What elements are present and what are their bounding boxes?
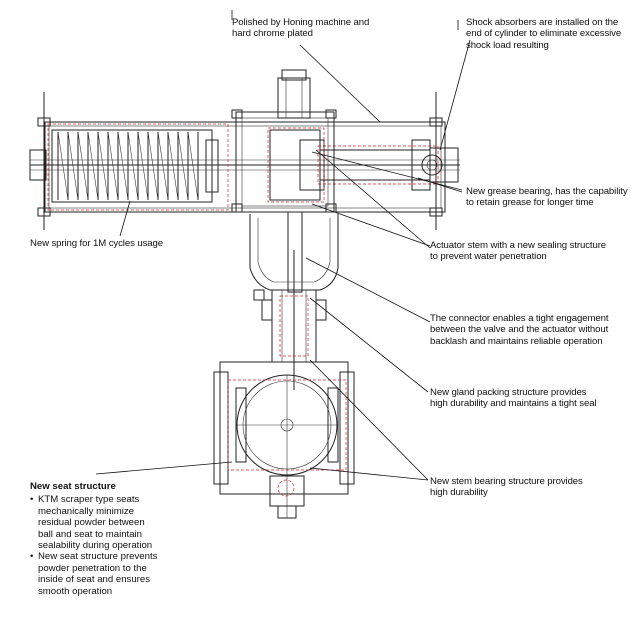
callout-actuator-stem: Actuator stem with a new sealing structu…	[430, 240, 607, 263]
leader-lines	[95, 10, 471, 481]
seat-item: New seat structure prevents powder penet…	[30, 551, 190, 597]
callout-stem-bearing: New stem bearing structure provides high…	[430, 476, 583, 499]
callout-shock-absorbers: Shock absorbers are installed on the end…	[466, 17, 622, 51]
seat-item: KTM scraper type seats mechanically mini…	[30, 494, 190, 551]
callout-connector: The connector enables a tight engagement…	[430, 313, 609, 347]
callout-spring: New spring for 1M cycles usage	[30, 238, 163, 249]
spring	[47, 123, 229, 211]
actuator-housing	[231, 69, 337, 213]
valve-body	[213, 361, 355, 519]
callout-honing: Polished by Honing machine and hard chro…	[232, 17, 370, 40]
callout-grease-bearing: New grease bearing, has the capability t…	[466, 186, 628, 209]
callout-gland-packing: New gland packing structure provides hig…	[430, 387, 597, 410]
seat-structure-title: New seat structure	[30, 481, 116, 492]
seat-structure-list: KTM scraper type seats mechanically mini…	[30, 494, 190, 597]
seat-structure-note: New seat structure KTM scraper type seat…	[30, 481, 190, 597]
actuator-cylinder	[29, 92, 460, 230]
valve-bonnet	[253, 250, 327, 390]
